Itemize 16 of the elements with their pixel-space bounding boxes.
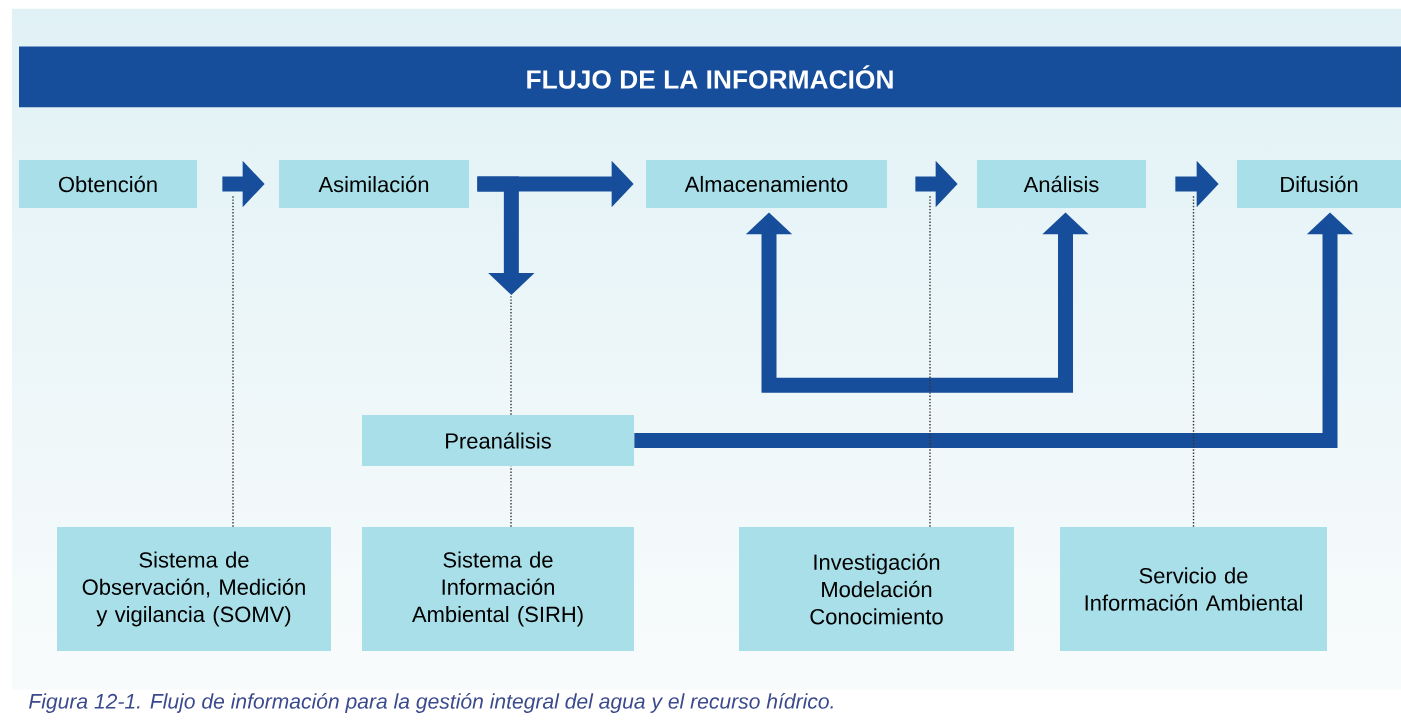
system-box: Servicio de Información Ambiental: [1060, 527, 1327, 651]
process-box: Análisis: [977, 160, 1146, 208]
system-box: Sistema de Información Ambiental (SIRH): [362, 527, 634, 651]
process-box: Obtención: [19, 160, 197, 208]
leader-line: [232, 193, 234, 528]
process-box: Asimilación: [279, 160, 469, 208]
process-box: Almacenamiento: [646, 160, 887, 208]
system-box: Investigación Modelación Conocimiento: [739, 527, 1014, 651]
leader-line: [1192, 193, 1195, 528]
process-box: Preanálisis: [362, 415, 634, 466]
title-banner: FLUJO DE LA INFORMACIÓN: [19, 46, 1401, 108]
leader-line: [929, 193, 931, 528]
system-box: Sistema de Observación, Medición y vigilancia (SOMV): [57, 527, 331, 651]
leader-line: [510, 293, 512, 528]
figure-caption: Figura 12-1. Flujo de información para la gestión integral del agua y el recurso hídrico.: [29, 693, 833, 713]
process-box: Difusión: [1237, 160, 1401, 208]
